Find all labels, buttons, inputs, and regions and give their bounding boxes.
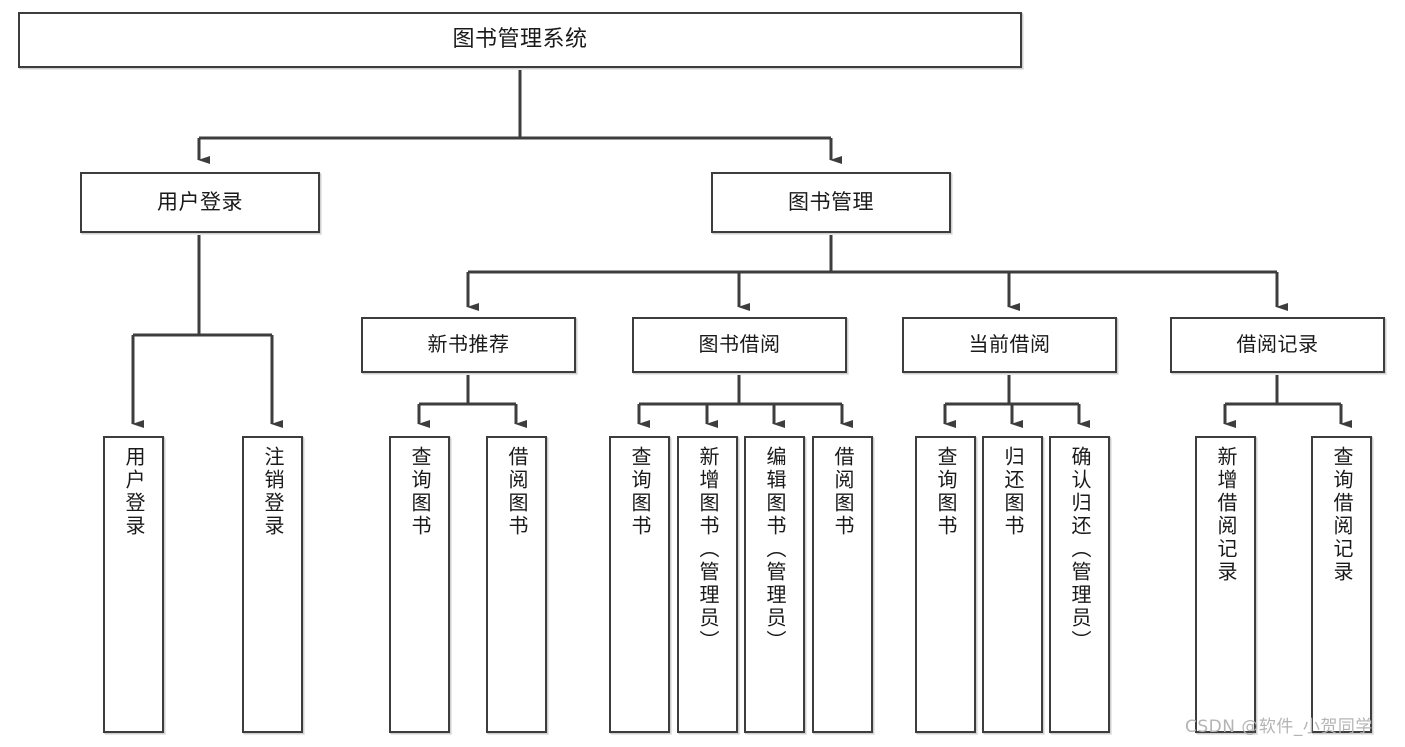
node-label: 新增图书（管理员） [696,446,720,653]
node-label: 查询借阅记录 [1330,446,1354,584]
node-new-book-recommend[interactable]: 新书推荐 [361,317,576,373]
node-label: 图书管理 [788,190,874,215]
node-label: 查询图书 [408,446,432,538]
node-book-management[interactable]: 图书管理 [711,172,951,233]
node-current-borrow[interactable]: 当前借阅 [902,317,1117,373]
leaf-current-borrow-confirm-return[interactable]: 确认归还（管理员） [1049,436,1110,733]
node-label: 编辑图书（管理员） [763,446,787,653]
node-label: 借阅记录 [1236,332,1319,357]
node-label: 图书管理系统 [452,27,588,53]
leaf-current-borrow-return[interactable]: 归还图书 [982,436,1043,733]
node-label: 注销登录 [261,446,285,538]
leaf-new-book-query[interactable]: 查询图书 [389,436,450,733]
leaf-user-login-logout[interactable]: 注销登录 [242,436,303,733]
node-label: 图书借阅 [698,332,781,357]
node-borrow-record[interactable]: 借阅记录 [1170,317,1385,373]
leaf-book-borrow-borrow[interactable]: 借阅图书 [812,436,873,733]
node-book-borrow[interactable]: 图书借阅 [632,317,847,373]
node-label: 查询图书 [934,446,958,538]
node-label: 借阅图书 [831,446,855,538]
node-root-system[interactable]: 图书管理系统 [18,12,1022,68]
node-label: 归还图书 [1001,446,1025,538]
node-label: 确认归还（管理员） [1068,446,1092,653]
node-label: 用户登录 [157,190,243,215]
leaf-book-borrow-edit[interactable]: 编辑图书（管理员） [744,436,805,733]
node-label: 查询图书 [628,446,652,538]
csdn-watermark: CSDN @软件_小贺同学 [1185,717,1373,737]
leaf-borrow-record-query[interactable]: 查询借阅记录 [1311,436,1372,733]
leaf-book-borrow-add[interactable]: 新增图书（管理员） [677,436,738,733]
leaf-current-borrow-query[interactable]: 查询图书 [915,436,976,733]
leaf-borrow-record-add[interactable]: 新增借阅记录 [1195,436,1256,733]
node-label: 当前借阅 [968,332,1051,357]
node-user-login[interactable]: 用户登录 [80,172,320,233]
node-label: 借阅图书 [505,446,529,538]
leaf-user-login-login[interactable]: 用户登录 [103,436,164,733]
node-label: 新书推荐 [427,332,510,357]
node-label: 用户登录 [122,446,146,538]
node-label: 新增借阅记录 [1214,446,1238,584]
leaf-book-borrow-query[interactable]: 查询图书 [609,436,670,733]
leaf-new-book-borrow[interactable]: 借阅图书 [486,436,547,733]
